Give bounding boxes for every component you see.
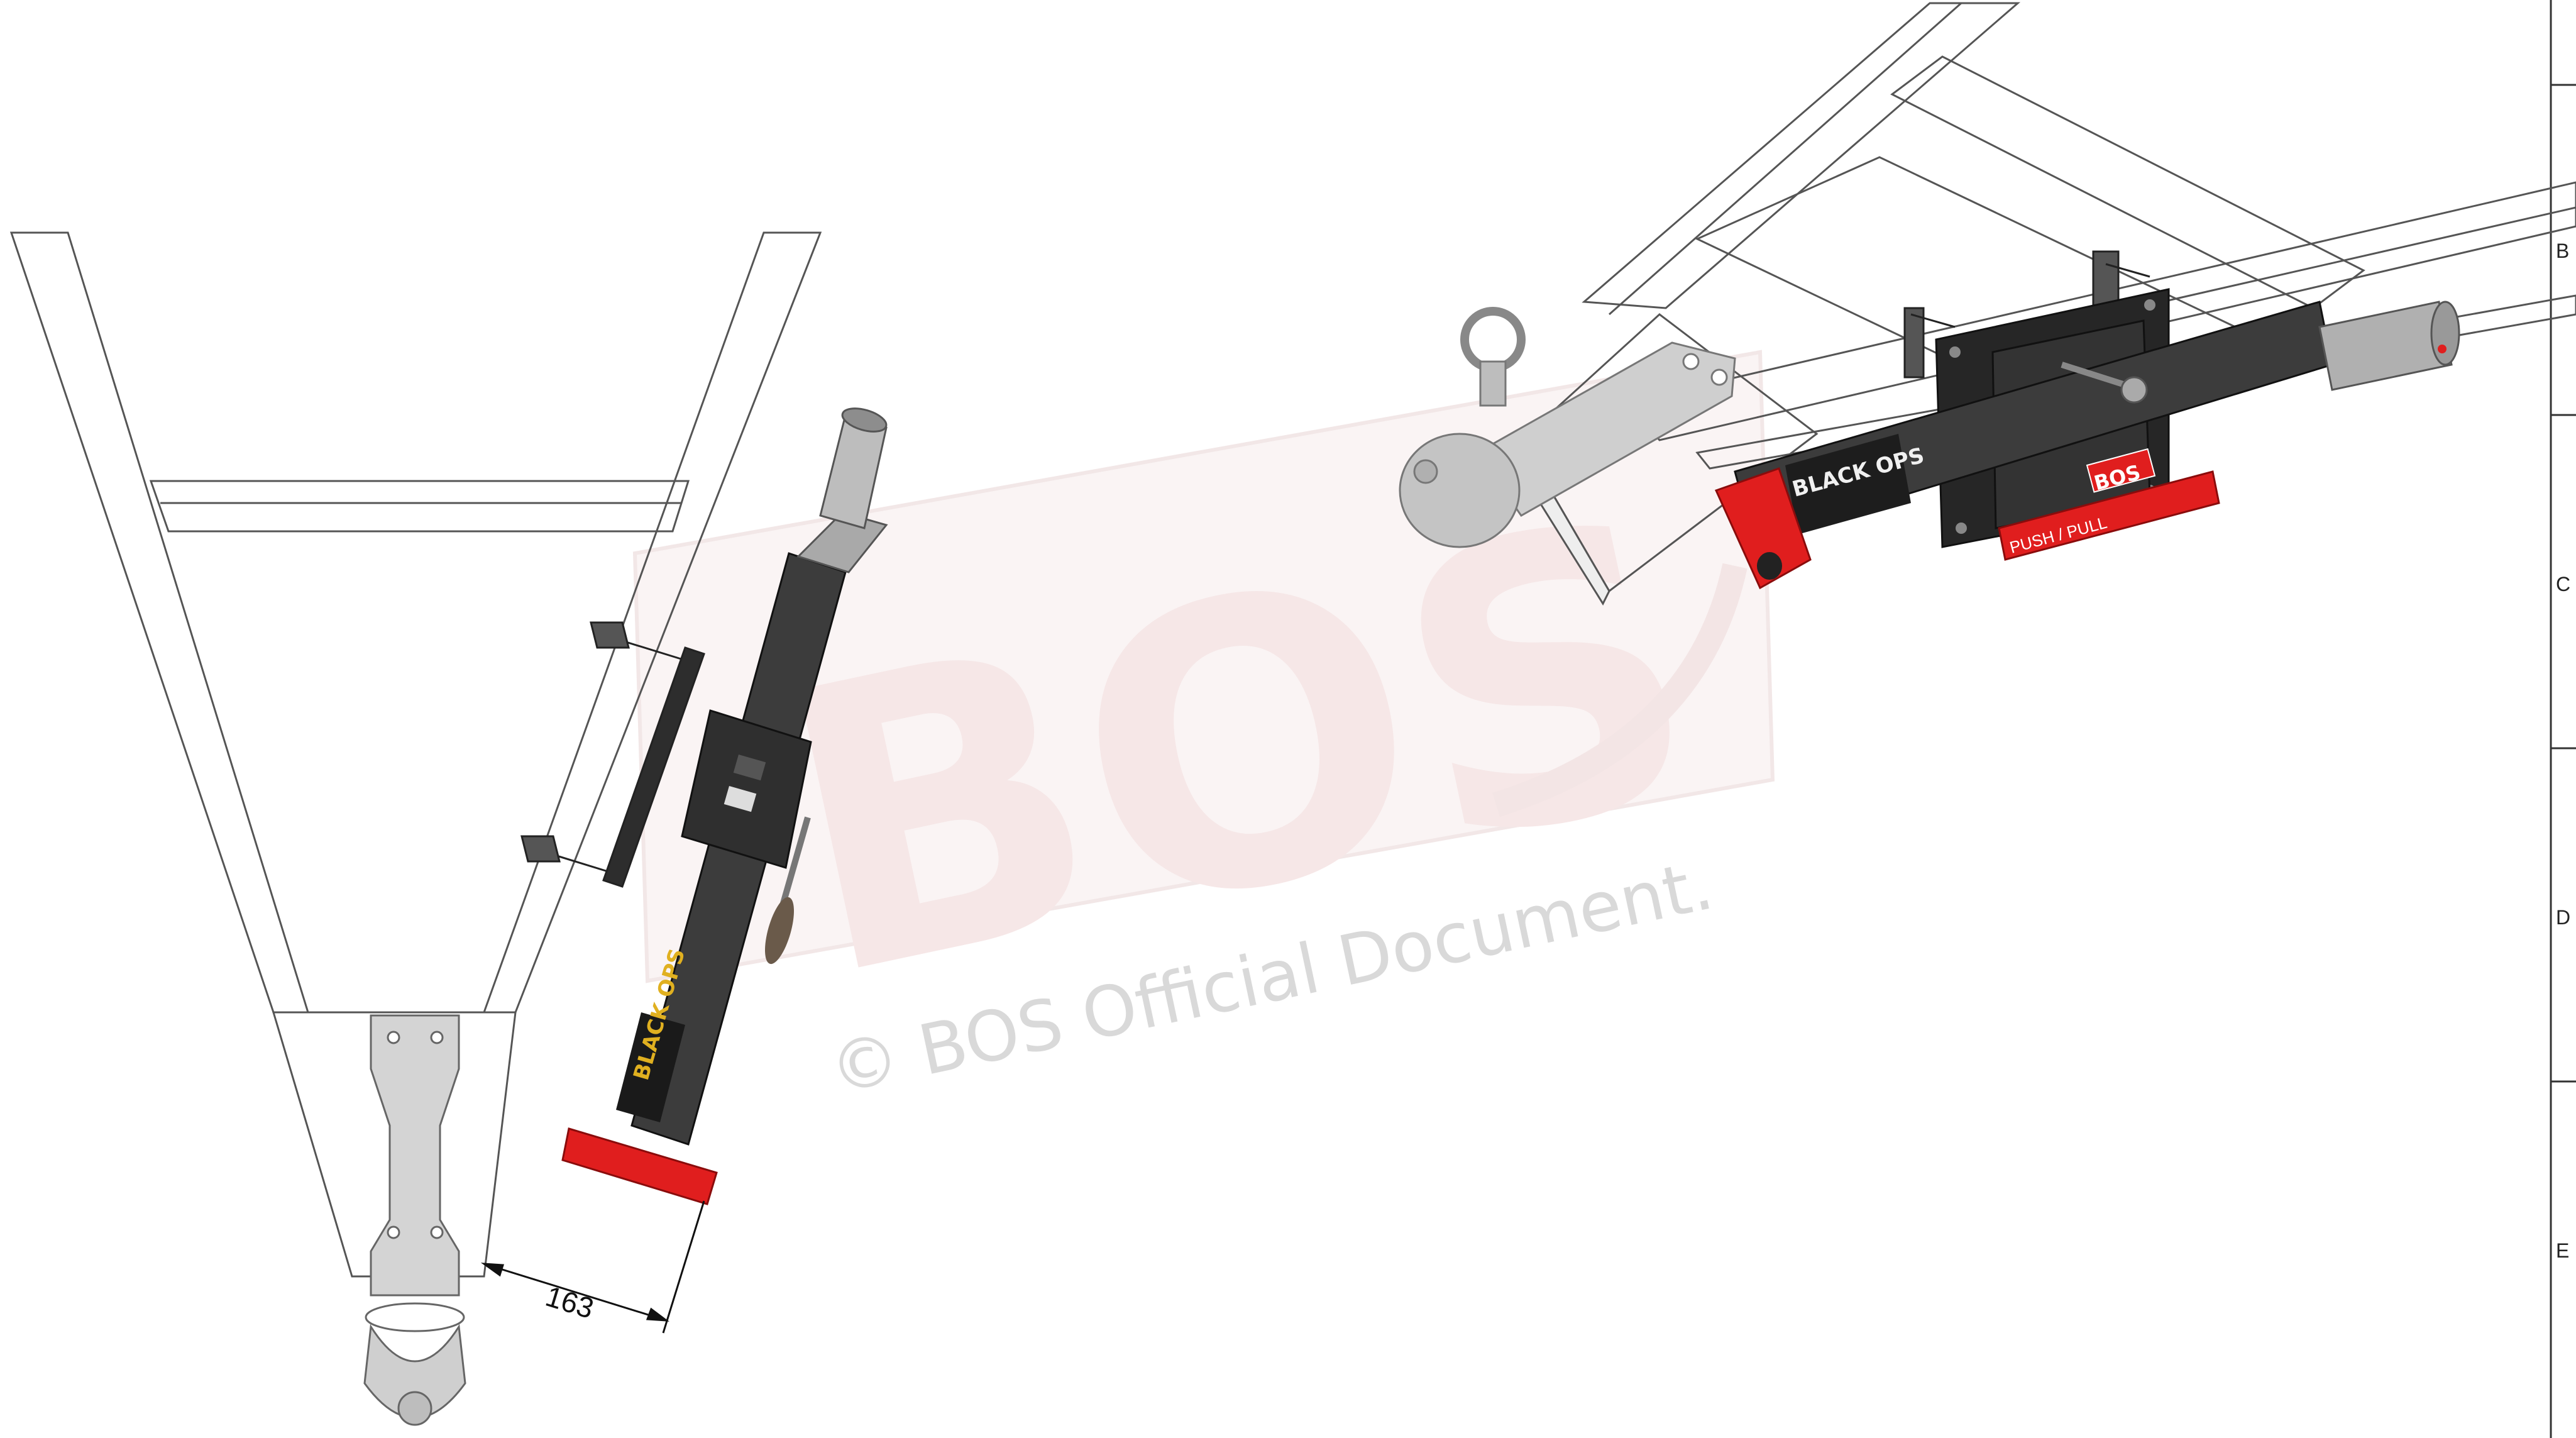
coupling-top-view <box>363 1014 466 1426</box>
watermark-swoosh <box>1492 563 1748 817</box>
product-label-iso: BLACK OPS <box>1785 434 1927 534</box>
drawing-border <box>2550 0 2576 1438</box>
dimension-163 <box>480 1200 705 1334</box>
coupling-iso <box>1399 307 1736 548</box>
jockey-jack-left: BLACK OPS <box>520 407 888 1205</box>
mount-clamp-left <box>520 621 705 888</box>
jack-inner-tube-iso <box>2318 301 2453 391</box>
red-foot-iso <box>1714 467 1812 590</box>
trailer-a-frame-left <box>9 231 822 1278</box>
gearbox-left <box>681 709 812 869</box>
red-foot-left <box>561 1127 718 1205</box>
zone-label-c: C <box>2556 573 2570 595</box>
crank-handle-iso <box>2061 362 2148 404</box>
crank-handle-left <box>764 816 811 965</box>
zone-label-e: E <box>2556 1239 2569 1262</box>
jockey-jack-iso: BLACK OPS PUSH / PULL BOS <box>1714 250 2460 590</box>
dimension-label: 163 <box>542 1280 598 1325</box>
zone-label-b: B <box>2556 240 2569 262</box>
zone-label-d: D <box>2556 906 2570 929</box>
